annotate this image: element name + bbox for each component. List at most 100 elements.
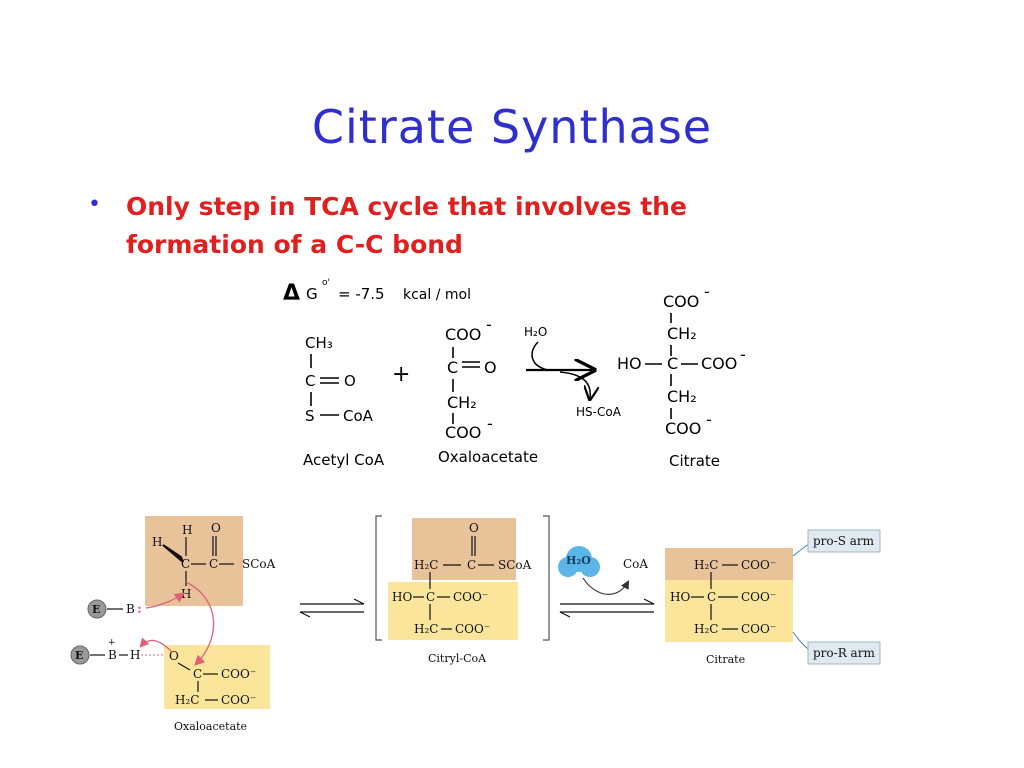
mech-oxalo-coo: COO⁻ xyxy=(221,667,256,681)
delta-g-letter: G xyxy=(306,285,318,303)
mech-acetyl-o-top: O xyxy=(211,521,221,535)
mech-acetyl: H O H C C SCoA H xyxy=(152,521,276,601)
enzyme2-b: B xyxy=(108,648,117,662)
mech-citrate-coo: COO⁻ xyxy=(741,558,776,572)
reaction-arrow: H₂O HS-CoA xyxy=(524,325,622,419)
enzyme-e-icon xyxy=(87,599,107,619)
enzyme1-lone-pair: : xyxy=(137,602,142,617)
citryl-coo: COO⁻ xyxy=(453,590,488,604)
citrate-coo-mid: COO xyxy=(701,354,737,373)
enzyme-base-2: E + B H xyxy=(70,638,166,665)
oxaloacetate-box xyxy=(164,645,270,709)
enzyme2-e: E xyxy=(75,649,83,662)
citrate-ho: HO xyxy=(617,354,642,373)
mech-acetyl-scoa: SCoA xyxy=(242,557,276,571)
citrate-ch2-bottom: CH₂ xyxy=(667,387,697,406)
mech-citrate-h2c2: H₂C xyxy=(694,622,718,636)
citryl-scoa: SCoA xyxy=(498,558,532,572)
mech-citrate-h2c: H₂C xyxy=(694,558,718,572)
electron-arrow-1 xyxy=(145,592,186,609)
citrate-label: Citrate xyxy=(669,452,720,470)
citrate-c: C xyxy=(667,354,678,373)
oxalo-c: C xyxy=(447,358,458,377)
citryl-o: O xyxy=(469,521,479,535)
water-label: H₂O xyxy=(566,554,591,567)
oxalo-o: O xyxy=(484,358,497,377)
delta-g-superscript: o' xyxy=(322,278,330,288)
oxalo-minus-bottom: - xyxy=(487,414,493,433)
equilibrium-arrows-2 xyxy=(559,598,655,618)
acetyl-ch3: CH₃ xyxy=(305,334,333,352)
equilibrium-arrows-1 xyxy=(299,598,365,618)
citrate-ch2-top: CH₂ xyxy=(667,324,697,343)
enzyme-e-icon-2 xyxy=(70,645,90,665)
bullet-dot-icon: • xyxy=(88,192,101,217)
pro-r-label: pro-R arm xyxy=(813,646,875,660)
water-molecule: H₂O xyxy=(558,546,600,577)
citryl-c2: C xyxy=(426,590,435,604)
mech-citrate-coo3: COO⁻ xyxy=(741,622,776,636)
mech-acetyl-h-bottom: H xyxy=(181,587,191,601)
oxalo-ch2: CH₂ xyxy=(447,393,477,412)
citrate-minus-mid: - xyxy=(740,345,746,364)
mech-citrate-coo2: COO⁻ xyxy=(741,590,776,604)
mech-oxalo-o: O xyxy=(169,649,179,663)
enzyme1-e: E xyxy=(92,603,100,616)
citryl-h2c2: H₂C xyxy=(414,622,438,636)
acetyl-coa-text: CoA xyxy=(343,407,374,425)
hydrolysis-arrow xyxy=(582,577,630,595)
delta-g-value: = -7.5 xyxy=(338,285,385,303)
bracket-right xyxy=(543,515,550,641)
bracket-left xyxy=(375,515,382,641)
citrate-coo-top: COO xyxy=(663,292,699,311)
mech-citryl-coa: O H₂C C SCoA HO C COO⁻ H₂C COO⁻ Citryl-C… xyxy=(392,521,532,665)
acetyl-o: O xyxy=(344,372,356,390)
citryl-h2c: H₂C xyxy=(414,558,438,572)
mech-oxalo-h2c: H₂C xyxy=(175,693,199,707)
citryl-c: C xyxy=(467,558,476,572)
delta-g-unit: kcal / mol xyxy=(403,287,471,303)
oxaloacetate-label: Oxaloacetate xyxy=(438,448,538,466)
oxalo-minus-top: - xyxy=(486,315,492,334)
acetyl-coa-structure: CH₃ C O S CoA Acetyl CoA xyxy=(303,334,385,469)
mech-acetyl-h-left: H xyxy=(152,535,162,549)
citrate-pro-s-box xyxy=(665,548,793,580)
bullet-text: Only step in TCA cycle that involves the… xyxy=(126,192,687,259)
citrate-coo-bottom: COO xyxy=(665,419,701,438)
electron-arrow-3 xyxy=(139,637,173,653)
citrate-pro-r-box xyxy=(665,580,793,642)
mech-acetyl-c2: C xyxy=(209,557,218,571)
citryl-coa-label: Citryl-CoA xyxy=(428,652,487,665)
oxalo-coo-bottom: COO xyxy=(445,423,481,442)
mech-acetyl-c1: C xyxy=(181,557,190,571)
citryl-bottom-box xyxy=(388,582,518,640)
mech-citrate-ho: HO xyxy=(670,590,690,604)
acetyl-c: C xyxy=(305,372,315,390)
citryl-top-box xyxy=(412,518,516,580)
acetyl-s: S xyxy=(305,407,315,425)
delta-g-equation: Δ G o' = -7.5 kcal / mol xyxy=(283,278,471,306)
plus-sign: + xyxy=(392,362,410,387)
mech-citrate-c: C xyxy=(707,590,716,604)
mech-oxaloacetate-label: Oxaloacetate xyxy=(174,720,247,733)
citrate-minus-top: - xyxy=(704,282,710,301)
citrate-structure: COO - CH₂ HO C COO - CH₂ COO - Citrate xyxy=(617,282,746,470)
released-coa: CoA xyxy=(623,557,648,571)
pro-r-callout: pro-R arm xyxy=(792,631,881,665)
pro-s-label: pro-S arm xyxy=(813,534,875,548)
mech-citrate-label: Citrate xyxy=(706,653,745,666)
mech-acetyl-h-top: H xyxy=(182,523,192,537)
arrow-water: H₂O xyxy=(524,325,547,339)
delta-symbol: Δ xyxy=(283,281,300,306)
mech-oxalo-c: C xyxy=(193,667,202,681)
oxaloacetate-structure: COO - C O CH₂ COO - Oxaloacetate xyxy=(438,315,538,466)
pro-s-callout: pro-S arm xyxy=(792,529,881,557)
enzyme2-h: H xyxy=(130,648,140,662)
oxalo-coo-top: COO xyxy=(445,325,481,344)
enzyme1-b: B xyxy=(126,602,135,616)
acetyl-box xyxy=(145,516,243,606)
mech-oxaloacetate: O C COO⁻ H₂C COO⁻ Oxaloacetate xyxy=(169,649,256,733)
electron-arrow-2 xyxy=(185,581,215,666)
enzyme2-plus: + xyxy=(108,638,116,648)
